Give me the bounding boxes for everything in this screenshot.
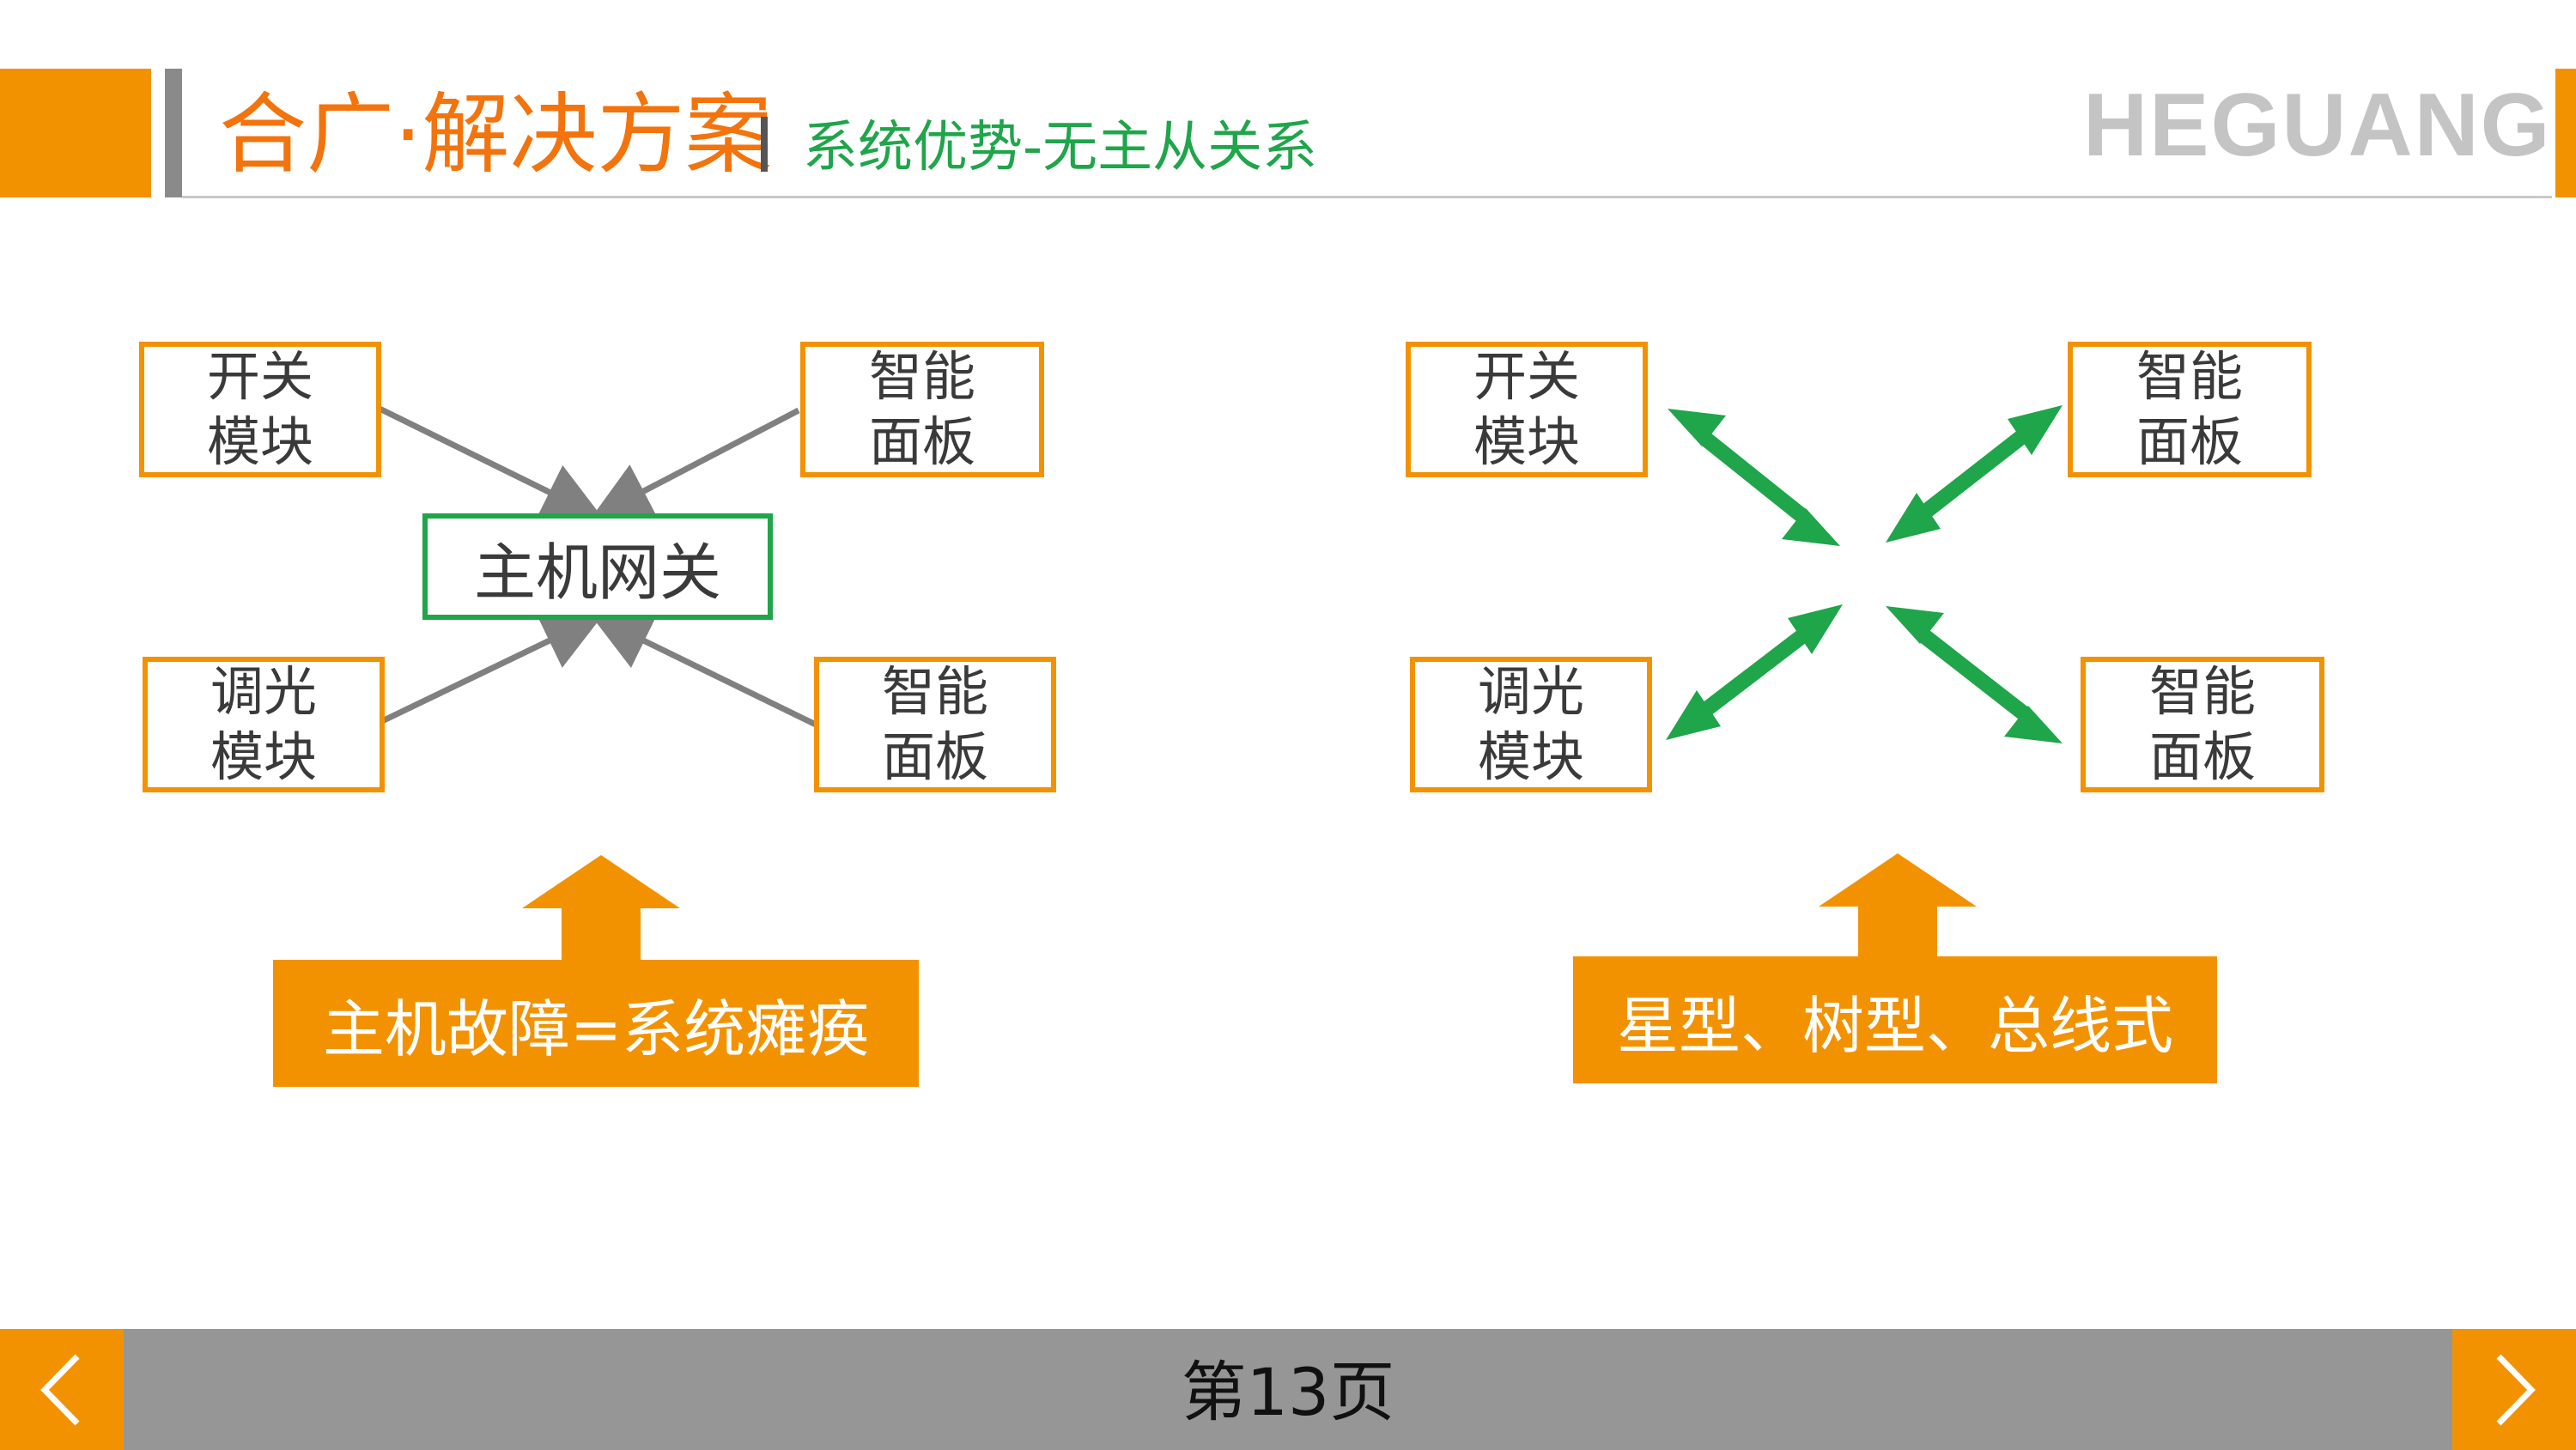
node-host-gateway: 主机网关 [422,513,773,620]
connector-bottom-right [590,614,817,728]
page-number: 第13页 [1181,1354,1395,1430]
node-switch-module-right: 开关 模块 [1406,342,1648,477]
header-accent-block-right [2555,69,2576,197]
node-smart-panel-top-left-diagram: 智能 面板 [800,342,1044,477]
brand-logo-text: HEGUANG [2083,76,2552,175]
page-title: 合广·解决方案 [219,84,773,186]
chevron-right-icon [2496,1354,2536,1425]
up-arrow-left [522,855,680,960]
up-arrow-right [1819,853,1977,956]
header-divider-bar [165,69,182,197]
node-switch-module-left: 开关 模块 [139,342,381,477]
double-arrow-bottom-right [1886,606,2063,743]
title-separator [761,117,768,172]
connector-bottom-left [380,613,604,725]
chevron-left-icon [40,1354,80,1425]
node-smart-panel-top-right-diagram: 智能 面板 [2068,342,2312,477]
connector-top-right [590,407,800,519]
double-arrow-top-right [1886,405,2063,543]
callout-topologies: 星型、树型、总线式 [1573,956,2217,1083]
node-smart-panel-bottom-left-diagram: 智能 面板 [814,657,1056,792]
node-dimmer-module-right: 调光 模块 [1410,657,1652,792]
header-underline [182,196,2552,198]
node-dimmer-module-left: 调光 模块 [143,657,385,792]
node-smart-panel-bottom-right-diagram: 智能 面板 [2081,657,2324,792]
connector-top-left [376,404,604,519]
callout-host-failure: 主机故障=系统瘫痪 [273,960,919,1087]
double-arrow-bottom-left [1666,604,1843,740]
prev-page-button[interactable] [0,1329,124,1450]
double-arrow-top-left [1668,409,1840,546]
page-subtitle: 系统优势-无主从关系 [803,116,1318,179]
footer-bar [0,1329,2576,1450]
header-accent-block-left [0,69,151,197]
next-page-button[interactable] [2452,1329,2576,1450]
